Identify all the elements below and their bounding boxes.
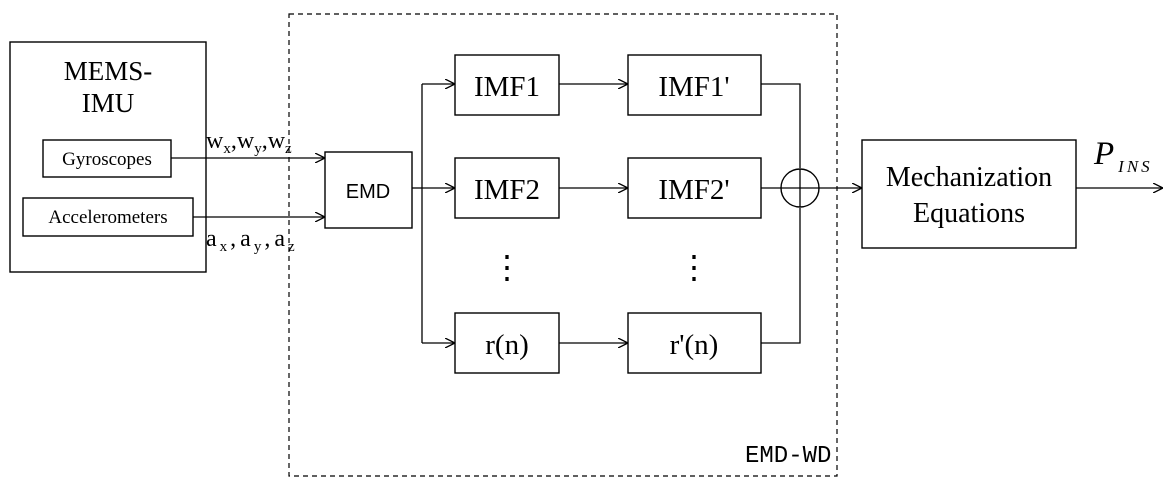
imf2-prime-block	[627, 157, 762, 219]
mems-imu-title-line2: IMU	[82, 88, 135, 118]
imf1-label: IMF1	[474, 71, 540, 103]
emd-block	[324, 151, 413, 229]
rn-label: r(n)	[485, 329, 528, 361]
imf2-block	[454, 157, 560, 219]
emd-label: EMD	[346, 181, 390, 203]
mems-imu-title-line1: MEMS-	[64, 56, 153, 86]
accelerometers-block	[22, 197, 194, 237]
rn-block	[454, 312, 560, 374]
rn-prime-to-sum-line	[761, 208, 801, 344]
emd-wd-group-border	[288, 13, 838, 477]
emd-wd-label: EMD-WD	[745, 443, 831, 470]
imf1-prime-label: IMF1'	[658, 71, 729, 103]
ellipsis-right: ⋮	[678, 249, 710, 285]
gyroscopes-label: Gyroscopes	[62, 149, 152, 170]
mechanization-equations-block	[861, 139, 1077, 249]
rn-prime-block	[627, 312, 762, 374]
imf1-prime-block	[627, 54, 762, 116]
imf2-prime-label: IMF2'	[658, 174, 729, 206]
mechanization-label-line1: Mechanization	[886, 162, 1052, 193]
imf2-label: IMF2	[474, 174, 540, 206]
imf1-prime-to-sum-line	[761, 83, 801, 168]
gyroscopes-block	[42, 139, 172, 178]
imf1-block	[454, 54, 560, 116]
gyro-signal-label: wx,wy,wz	[206, 128, 292, 157]
mechanization-label-line2: Equations	[913, 198, 1025, 229]
rn-prime-label: r'(n)	[670, 329, 719, 361]
accelerometers-label: Accelerometers	[48, 207, 167, 228]
ellipsis-left: ⋮	[491, 249, 523, 285]
